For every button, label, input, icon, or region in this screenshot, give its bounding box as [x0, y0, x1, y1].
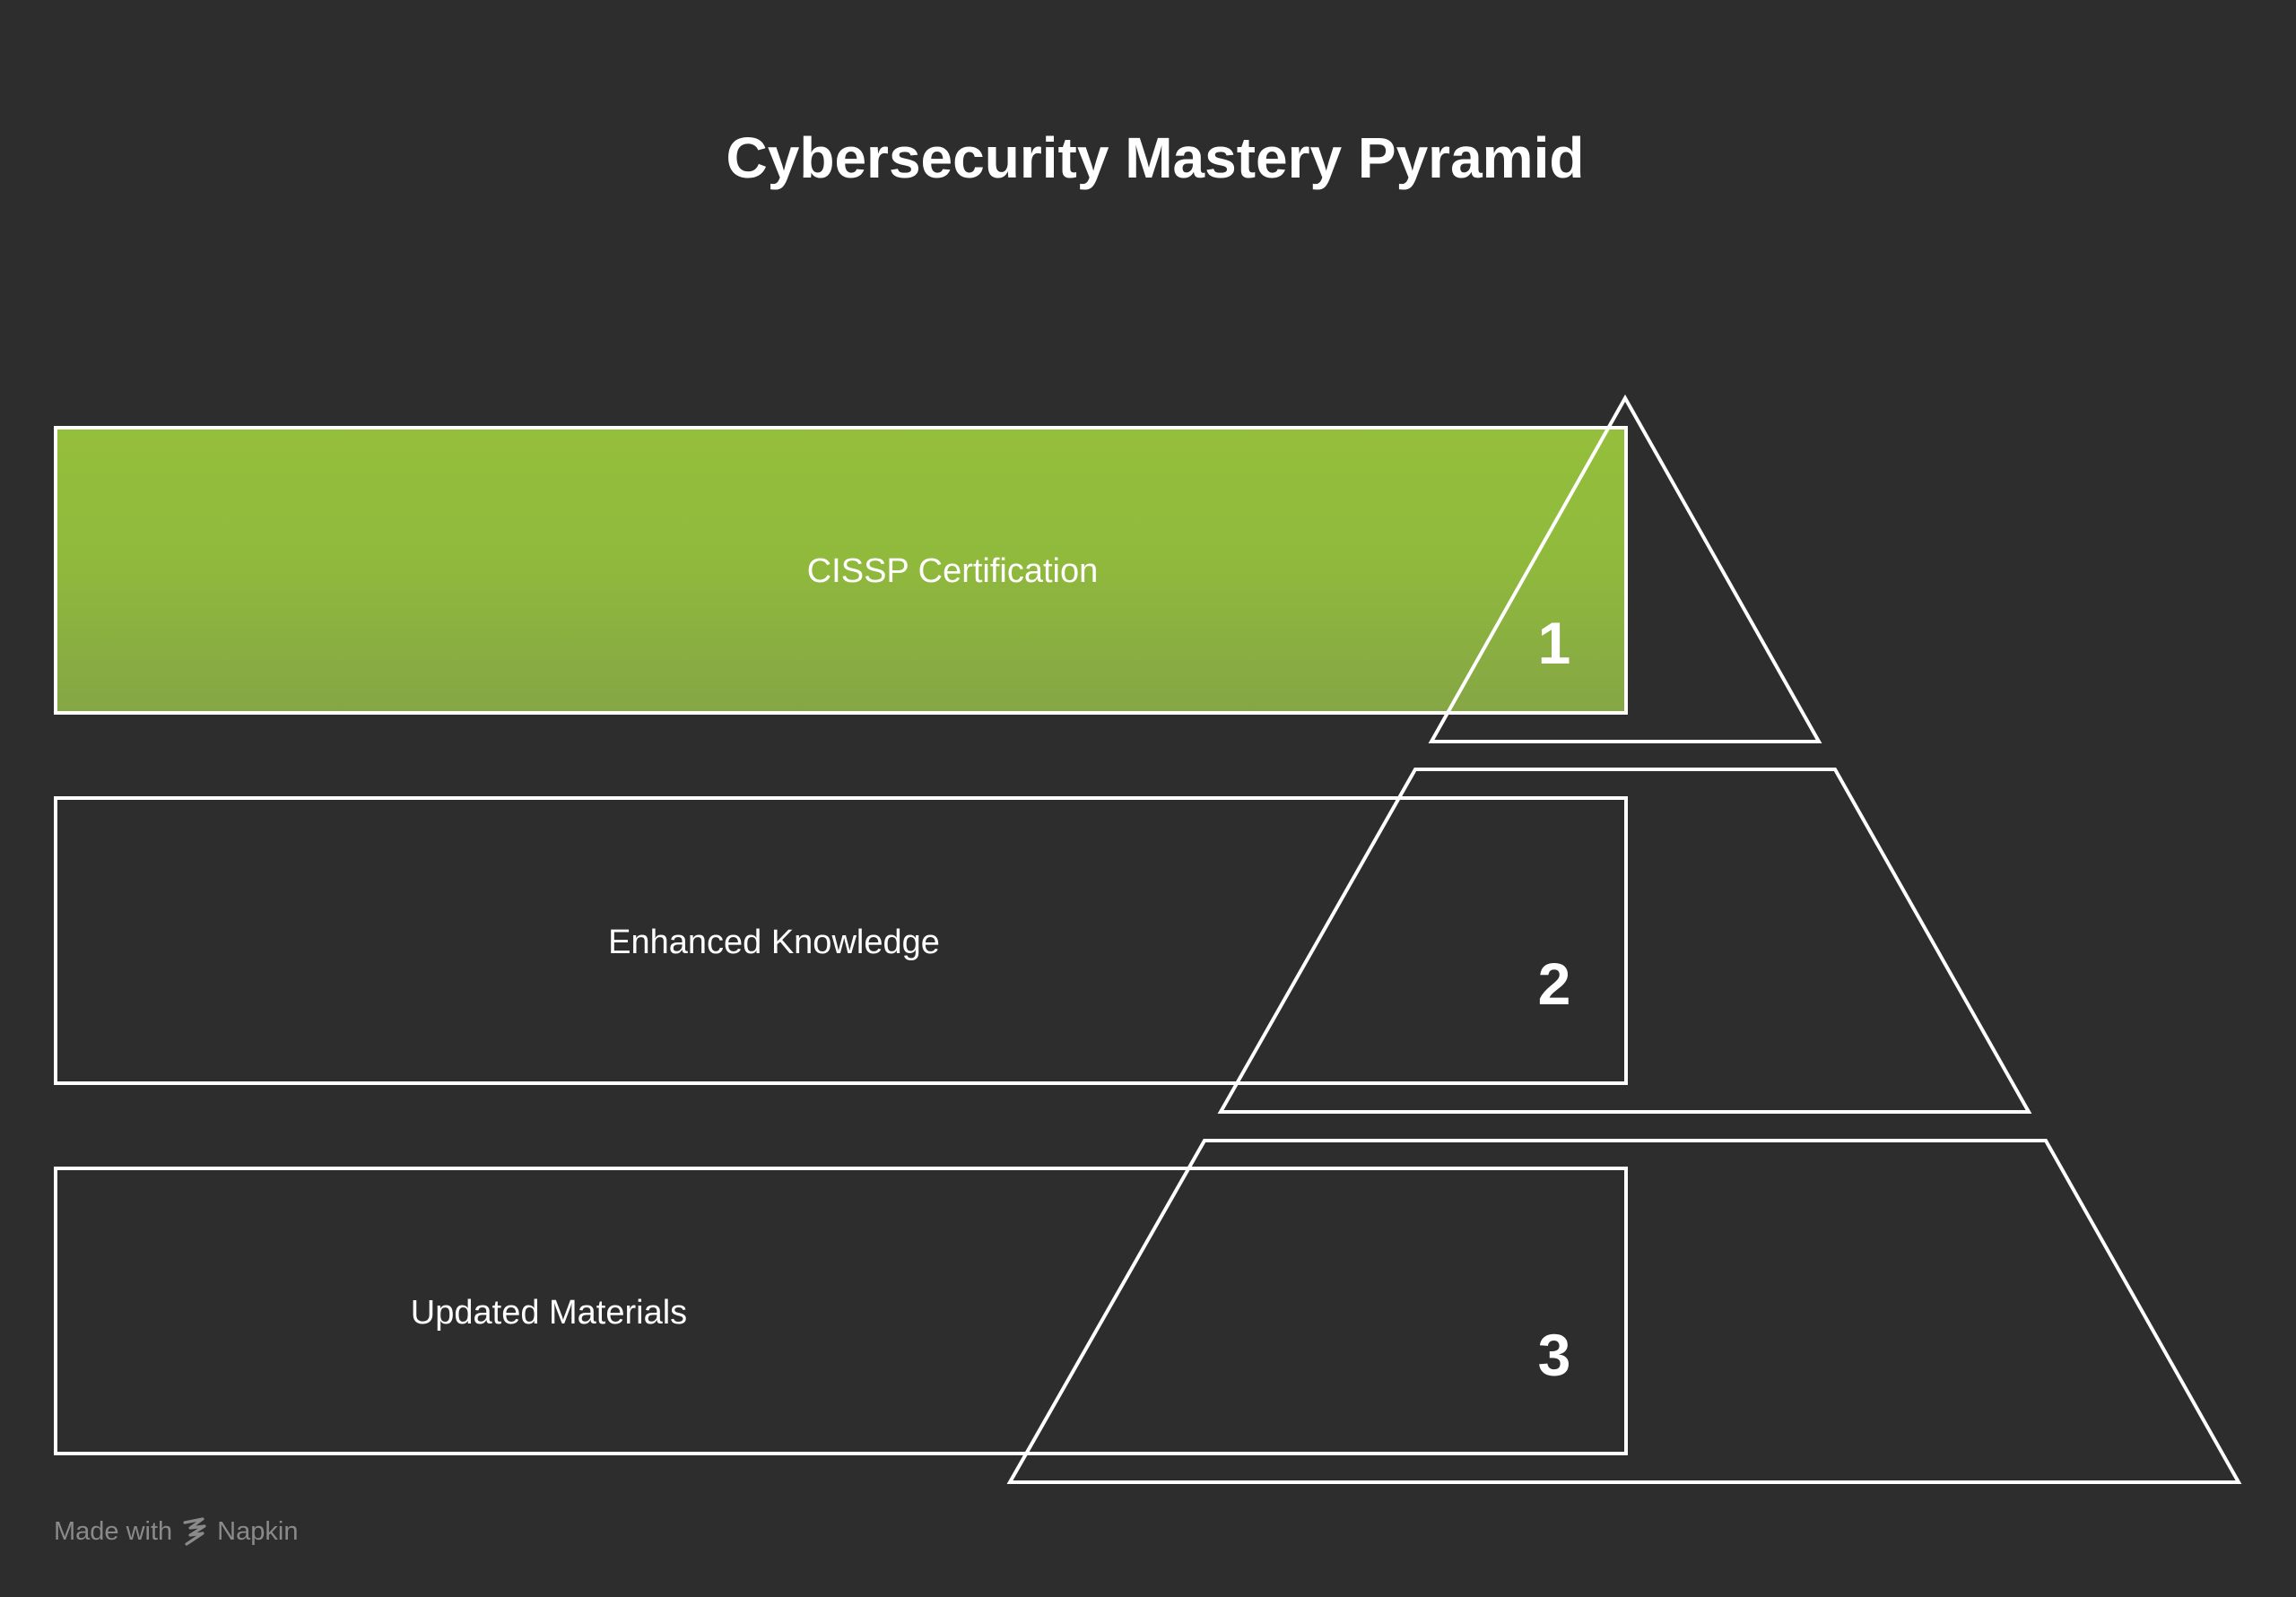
- diagram-title: Cybersecurity Mastery Pyramid: [726, 126, 1585, 190]
- level-2-label: Enhanced Knowledge: [608, 924, 940, 961]
- level-3: Updated Materials 3: [54, 1139, 2242, 1484]
- level-1-number: 1: [1538, 610, 1571, 676]
- level-1-box: [54, 426, 1628, 715]
- napkin-brand-label: Napkin: [217, 1516, 299, 1546]
- level-2-pyramid-segment: [1217, 768, 2032, 1114]
- level-3-pyramid-segment: [1006, 1139, 2242, 1484]
- level-1-label: CISSP Certification: [807, 552, 1099, 590]
- made-with-label: Made with: [54, 1516, 173, 1546]
- level-2-number: 2: [1538, 950, 1571, 1017]
- level-2: Enhanced Knowledge 2: [54, 768, 2032, 1114]
- level-3-number: 3: [1538, 1322, 1571, 1388]
- level-3-box: [54, 1167, 1628, 1455]
- level-3-label: Updated Materials: [411, 1294, 687, 1332]
- napkin-logo-icon: [181, 1517, 208, 1546]
- level-1-pyramid-segment: [1428, 394, 1822, 743]
- level-1: CISSP Certification 1: [54, 394, 1822, 743]
- level-2-box: [54, 796, 1628, 1085]
- made-with-napkin-footer[interactable]: Made with Napkin: [54, 1514, 298, 1549]
